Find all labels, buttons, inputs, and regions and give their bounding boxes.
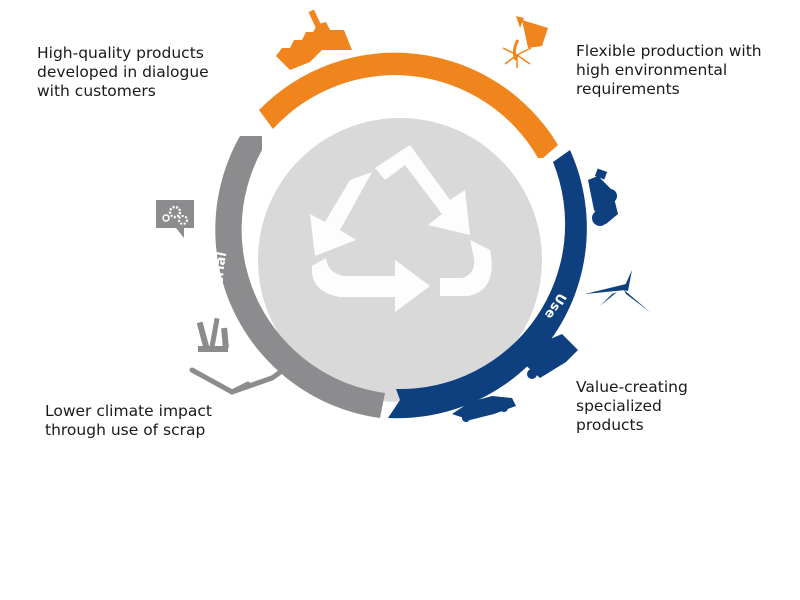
wind-turbine-icon — [585, 270, 650, 312]
ladle-pouring-icon — [502, 16, 548, 68]
caption-top-right: Flexible production with high environmen… — [576, 42, 762, 99]
caption-line: Value-creating — [576, 378, 688, 396]
scrap-crane-icon — [189, 365, 289, 395]
caption-line: products — [576, 416, 644, 434]
recycle-arrows-icon — [310, 145, 492, 312]
caption-bottom-right: Value-creating specialized products — [576, 378, 688, 435]
production-segment — [259, 52, 558, 158]
caption-bottom-left: Lower climate impact through use of scra… — [45, 402, 212, 440]
caption-line: through use of scrap — [45, 421, 206, 439]
caption-line: Lower climate impact — [45, 402, 212, 420]
caption-line: high environmental — [576, 61, 728, 79]
production-label: Production — [367, 21, 451, 46]
caption-line: with customers — [37, 82, 156, 100]
scrap-pile-icon — [196, 317, 229, 352]
center-circle — [258, 118, 542, 402]
truck-icon — [522, 334, 578, 379]
caption-line: High-quality products — [37, 44, 204, 62]
raw-material-segment — [215, 136, 385, 418]
gears-speech-bubble-icon — [156, 200, 194, 238]
steel-mill-icon — [276, 9, 352, 70]
motorcycle-icon — [588, 168, 618, 226]
caption-top-left: High-quality products developed in dialo… — [37, 44, 209, 101]
car-icon — [452, 396, 516, 422]
caption-line: developed in dialogue — [37, 63, 209, 81]
caption-line: specialized — [576, 397, 662, 415]
caption-line: requirements — [576, 80, 680, 98]
caption-line: Flexible production with — [576, 42, 762, 60]
